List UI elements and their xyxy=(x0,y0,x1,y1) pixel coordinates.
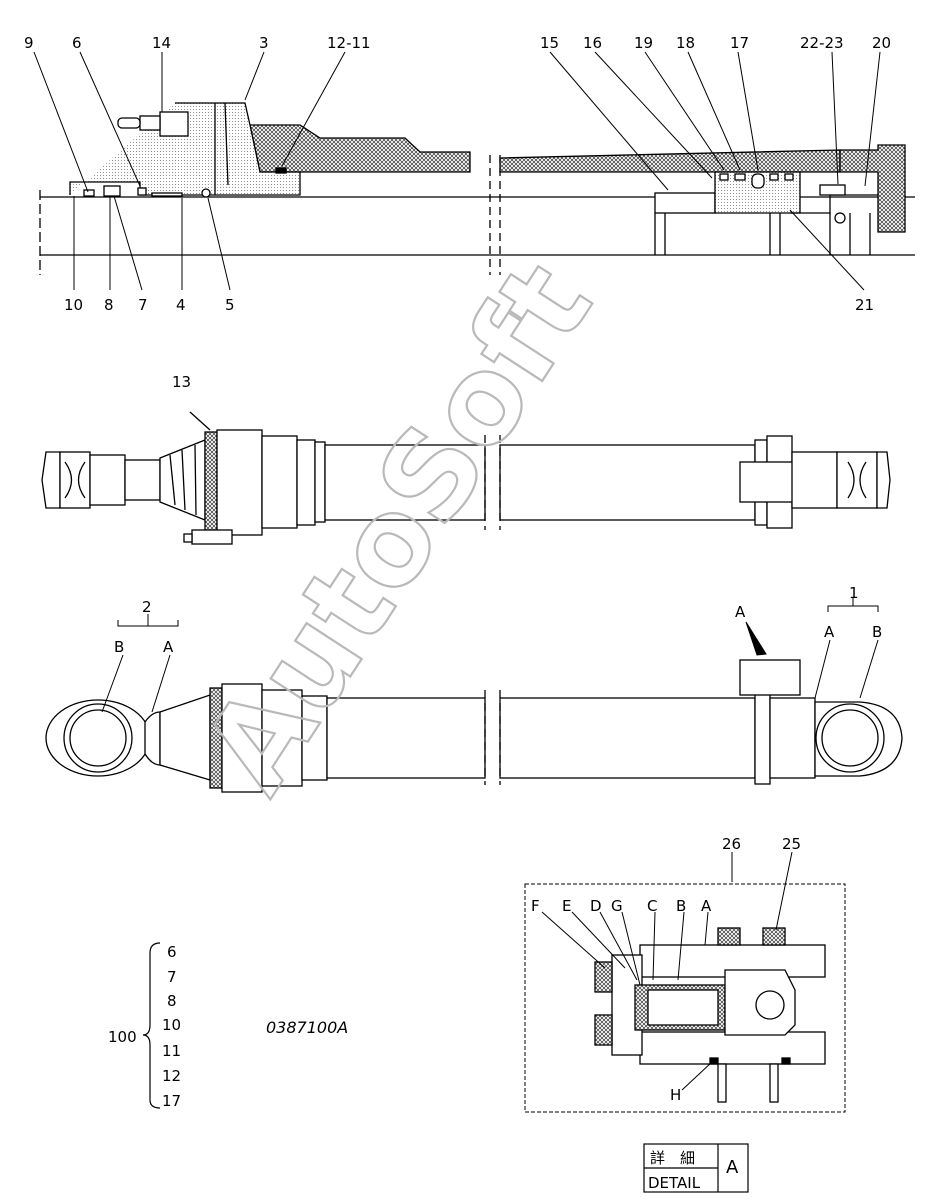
detail-letter-f: F xyxy=(531,897,540,915)
kit-item-17: 17 xyxy=(162,1092,181,1110)
detail-box-en: DETAIL xyxy=(648,1174,701,1192)
label-26: 26 xyxy=(722,835,741,853)
kit-item-6: 6 xyxy=(167,943,177,961)
label-16: 16 xyxy=(583,34,602,52)
label-22-23: 22-23 xyxy=(800,34,844,52)
detail-letter-b: B xyxy=(676,897,686,915)
group-1-a: A xyxy=(824,623,835,641)
label-8: 8 xyxy=(104,296,114,314)
label-7: 7 xyxy=(138,296,148,314)
cylinder-side-view xyxy=(41,411,891,545)
label-18: 18 xyxy=(676,34,695,52)
label-6: 6 xyxy=(72,34,82,52)
detail-leaders xyxy=(541,851,793,1091)
detail-letter-e: E xyxy=(562,897,571,915)
label-3: 3 xyxy=(259,34,269,52)
kit-item-10: 10 xyxy=(162,1016,181,1034)
detail-letter-d: D xyxy=(590,897,602,915)
cylinder-bottom-view xyxy=(45,659,903,793)
kit-brace xyxy=(142,942,161,1109)
label-15: 15 xyxy=(540,34,559,52)
label-14: 14 xyxy=(152,34,171,52)
kit-item-12: 12 xyxy=(162,1067,181,1085)
detail-letter-a: A xyxy=(701,897,712,915)
label-12-11: 12-11 xyxy=(327,34,371,52)
group-2-b: B xyxy=(114,638,124,656)
bottom-leaders xyxy=(101,598,879,713)
detail-box-letter: A xyxy=(726,1157,739,1178)
detail-letter-h: H xyxy=(670,1086,681,1104)
group-1-b: B xyxy=(872,623,882,641)
kit-item-7: 7 xyxy=(167,968,177,986)
label-21: 21 xyxy=(855,296,874,314)
kit-item-11: 11 xyxy=(162,1042,181,1060)
section-view xyxy=(39,102,915,275)
kit-id: 100 xyxy=(108,1028,137,1046)
section-leaders xyxy=(33,51,881,291)
label-17: 17 xyxy=(730,34,749,52)
drawing-code: 0387100A xyxy=(266,1018,348,1037)
label-13: 13 xyxy=(172,373,191,391)
label-10: 10 xyxy=(64,296,83,314)
detail-a-view xyxy=(524,883,846,1113)
detail-title-box xyxy=(643,1143,749,1193)
group-2-id: 2 xyxy=(142,598,152,616)
kit-item-8: 8 xyxy=(167,992,177,1010)
group-2-a: A xyxy=(163,638,174,656)
detail-box-jp: 詳 細 xyxy=(650,1149,695,1167)
label-19: 19 xyxy=(634,34,653,52)
section-labels: 9 6 14 3 12-11 15 16 19 18 17 22-23 20 1… xyxy=(24,34,891,314)
detail-letter-c: C xyxy=(647,897,657,915)
detail-letter-g: G xyxy=(611,897,623,915)
group-1-id: 1 xyxy=(849,584,859,602)
label-4: 4 xyxy=(176,296,186,314)
detail-pointer-label: A xyxy=(735,603,746,621)
label-9: 9 xyxy=(24,34,34,52)
label-5: 5 xyxy=(225,296,235,314)
label-25: 25 xyxy=(782,835,801,853)
label-20: 20 xyxy=(872,34,891,52)
